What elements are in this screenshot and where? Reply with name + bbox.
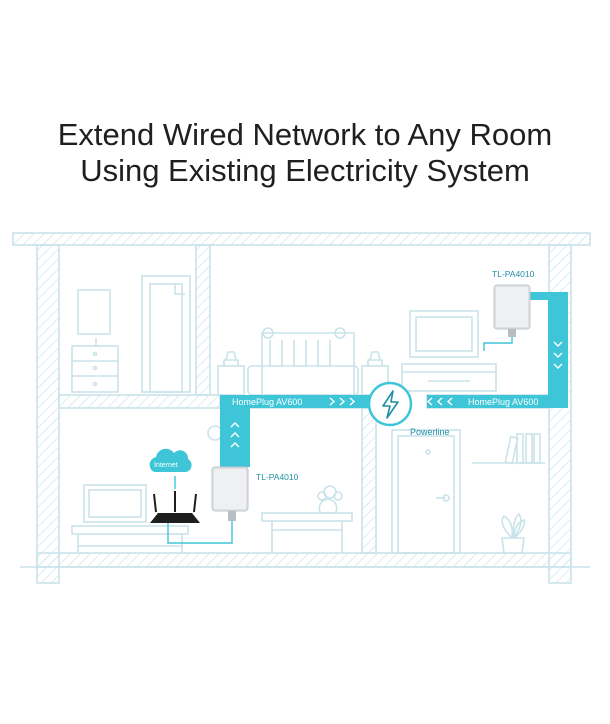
roof-beam — [12, 232, 591, 246]
ethernet-cable-lower — [167, 521, 233, 544]
vase — [318, 498, 338, 514]
tv-cabinet — [401, 363, 497, 392]
bedroom — [217, 310, 497, 396]
powerline-path — [220, 292, 568, 467]
link-right-label: HomePlug AV600 — [468, 397, 538, 407]
desk — [71, 525, 189, 535]
vanity-cabinet — [71, 345, 119, 393]
upper-partition-wall — [195, 244, 211, 396]
nightstand-left — [217, 365, 245, 396]
bathroom — [71, 275, 191, 393]
side-table — [261, 512, 353, 522]
link-left-label: HomePlug AV600 — [232, 397, 302, 407]
plant-pot — [501, 537, 525, 554]
tv — [409, 310, 479, 358]
headline-line-2: Using Existing Electricity System — [80, 153, 530, 188]
adapter-right-label: TL-PA4010 — [492, 269, 535, 279]
bed-mattress — [247, 365, 359, 396]
path-chevrons — [230, 341, 563, 448]
faucet — [95, 338, 102, 347]
powerline-label: Powerline — [410, 427, 450, 437]
headline-line-1: Extend Wired Network to Any Room — [57, 117, 553, 152]
ground-floor — [36, 552, 572, 568]
adapter-left-label: TL-PA4010 — [256, 472, 299, 482]
router-icon — [150, 491, 200, 523]
internet-label: Internet — [154, 462, 178, 469]
hallway — [391, 429, 545, 554]
ethernet-cable-upper — [483, 337, 513, 351]
lightning-bolt-icon — [367, 381, 413, 427]
powerline-adapter-icon — [493, 284, 531, 337]
door — [391, 429, 461, 554]
cloud-icon — [149, 448, 192, 472]
bed-headboard — [261, 332, 355, 395]
powerline-adapter-icon — [211, 466, 249, 521]
left-wall — [36, 244, 60, 584]
living-room — [71, 425, 353, 553]
wall-clock — [207, 425, 223, 441]
lower-partition-wall — [361, 407, 377, 554]
middle-floor-left — [58, 394, 221, 409]
monitor — [83, 484, 147, 523]
mirror — [77, 289, 111, 335]
